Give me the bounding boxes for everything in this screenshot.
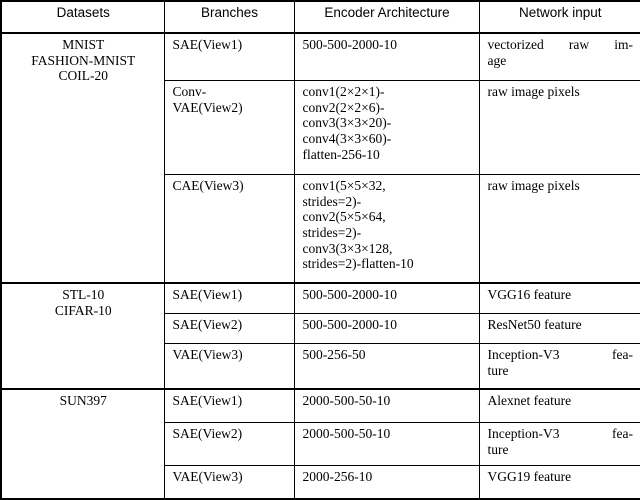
encoder-architecture-cell: 2000-500-50-10 (293, 422, 480, 466)
encoder-architecture-cell: 500-500-2000-10 (293, 282, 480, 314)
table-header: Datasets Branches Encoder Architecture N… (1, 1, 640, 34)
encoder-architecture-cell: 2000-256-10 (293, 465, 480, 499)
encoder-architecture-cell: 500-500-2000-10 (293, 32, 480, 81)
encoder-architecture-cell: 500-256-50 (293, 343, 480, 389)
branch-label: SAE(View1) (172, 287, 243, 302)
column-header-datasets: Datasets (1, 1, 165, 34)
column-header-branches: Branches (163, 1, 295, 34)
network-input-cell: raw image pixels (478, 174, 640, 283)
network-input-text: raw image pixels (487, 84, 580, 99)
encoder-architecture-cell: conv1(5×5×32, strides=2)- conv2(5×5×64, … (293, 174, 480, 283)
branch-cell: VAE(View3) (163, 465, 295, 499)
network-input-text: raw image pixels (487, 178, 580, 193)
branch-label: VAE(View3) (172, 469, 243, 484)
table-row: SUN397 SAE(View1) 2000-500-50-10 Alexnet fe… (0, 388, 640, 499)
network-input-text: Alexnet feature (487, 393, 572, 408)
network-input-text-continued: ture (487, 441, 509, 457)
branch-cell: SAE(View2) (163, 313, 295, 344)
dataset-names-cell: SUN397 (0, 388, 165, 499)
branch-cell: CAE(View3) (163, 174, 295, 283)
table-row: CAE(View3) conv1(5×5×32, strides=2)- conv… (1, 174, 640, 283)
encoder-architecture-cell: 2000-500-50-10 (293, 388, 480, 423)
branch-label: Conv- (172, 84, 207, 99)
branch-cell: SAE(View1) (163, 32, 295, 81)
branch-cell: SAE(View1) (163, 282, 295, 314)
encoder-architecture-cell: conv1(2×2×1)- conv2(2×2×6)- conv3(3×3×20… (293, 80, 480, 175)
network-input-text: Inception-V3 fea- (487, 426, 634, 441)
network-input-cell: raw image pixels (478, 80, 640, 175)
branch-cell: VAE(View3) (163, 343, 295, 389)
header-row: Datasets Branches Encoder Architecture N… (1, 1, 640, 34)
column-header-network-input: Network input (478, 1, 640, 34)
network-input-cell: Inception-V3 fea-ture (478, 422, 640, 466)
branch-label: SAE(View1) (172, 393, 243, 408)
branch-label: CAE(View3) (172, 178, 244, 193)
branch-cell: SAE(View1) (163, 388, 295, 423)
dataset-name: STL-10 (62, 287, 105, 302)
table-row: Conv-VAE(View2)conv1(2×2×1)- conv2(2×2×6… (1, 80, 640, 175)
branch-label: VAE(View2) (172, 99, 243, 115)
network-input-cell: VGG16 feature (478, 282, 640, 314)
branch-label: SAE(View2) (172, 317, 243, 332)
network-input-text-continued: age (487, 52, 507, 68)
branch-label: SAE(View1) (172, 37, 243, 52)
network-input-cell: vectorized raw im-age (478, 32, 640, 81)
dataset-name: FASHION-MNIST (31, 52, 136, 68)
table-row: SAE(View2) 500-500-2000-10 ResNet50 featur… (1, 313, 640, 344)
network-input-text: vectorized raw im- (487, 37, 634, 52)
branch-label: SAE(View2) (172, 426, 243, 441)
dataset-name: MNIST (62, 37, 105, 52)
dataset-name: COIL-20 (58, 68, 109, 84)
network-input-text: VGG19 feature (487, 469, 572, 484)
encoder-architecture-cell: 500-500-2000-10 (293, 313, 480, 344)
column-header-encoder-architecture: Encoder Architecture (293, 1, 480, 34)
network-input-text: Inception-V3 fea- (487, 347, 634, 362)
branch-label: VAE(View3) (172, 347, 243, 362)
network-input-cell: VGG19 feature (478, 465, 640, 499)
network-input-text: ResNet50 feature (487, 317, 582, 332)
network-input-cell: ResNet50 feature (478, 313, 640, 344)
dataset-name: CIFAR-10 (54, 302, 112, 318)
dataset-name: SUN397 (59, 393, 107, 408)
branch-cell: SAE(View2) (163, 422, 295, 466)
network-input-text-continued: ture (487, 362, 509, 378)
branch-cell: Conv-VAE(View2) (163, 80, 295, 175)
network-input-cell: Inception-V3 fea-ture (478, 343, 640, 389)
network-input-text: VGG16 feature (487, 287, 572, 302)
network-input-cell: Alexnet feature (478, 388, 640, 423)
